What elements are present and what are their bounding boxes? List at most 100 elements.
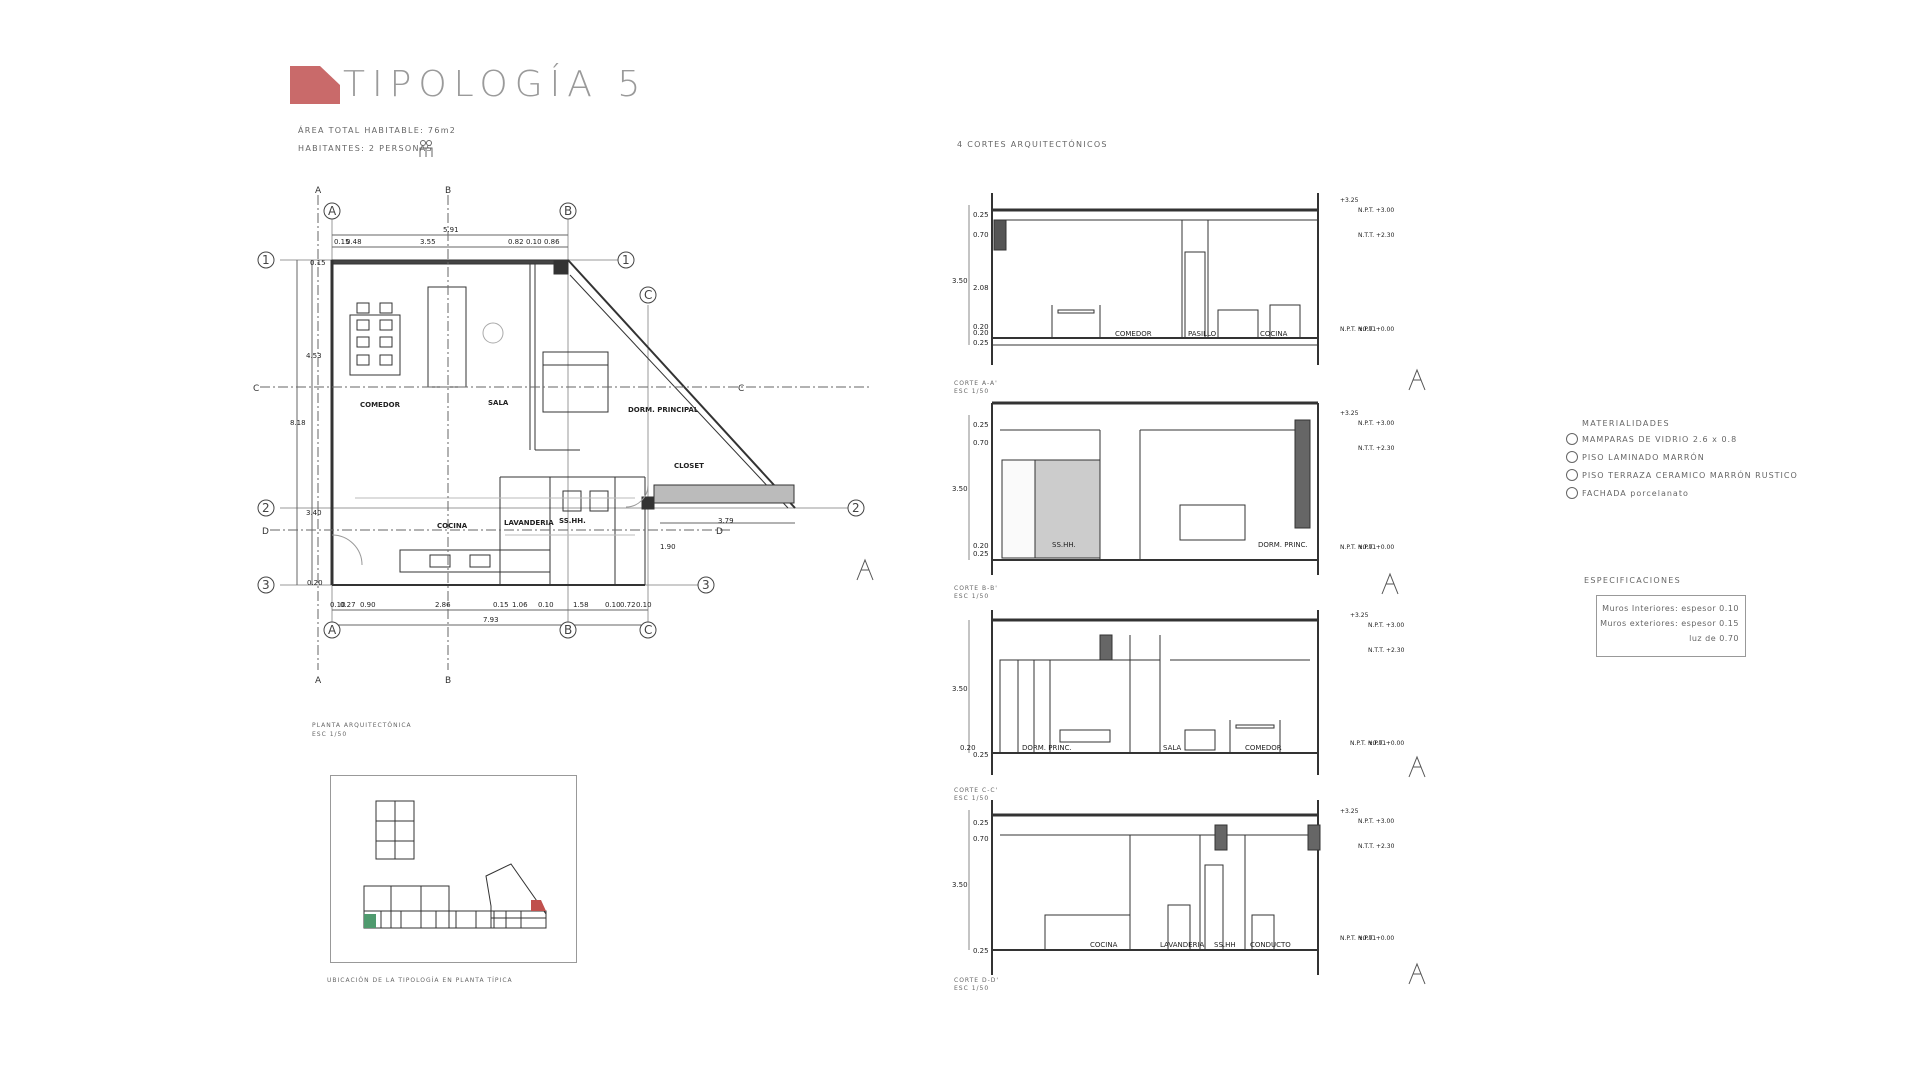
svg-text:DORM. PRINC.: DORM. PRINC. (1258, 541, 1308, 549)
svg-text:3.55: 3.55 (420, 238, 436, 246)
svg-text:C: C (644, 623, 652, 637)
svg-text:0.25: 0.25 (973, 211, 989, 219)
svg-text:0.10: 0.10 (330, 601, 346, 609)
svg-text:CONDUCTO: CONDUCTO (1250, 941, 1291, 949)
cuts-title: 4 CORTES ARQUITECTÓNICOS (957, 140, 1108, 149)
specs-box: Muros Interiores: espesor 0.10 Muros ext… (1596, 595, 1746, 657)
svg-text:0.72: 0.72 (620, 601, 636, 609)
section-b (968, 401, 1319, 575)
svg-text:N.P.T. +0.01: N.P.T. +0.01 (1340, 544, 1376, 551)
svg-text:N.P.T. +3.00: N.P.T. +3.00 (1358, 207, 1394, 214)
svg-text:0.20: 0.20 (973, 323, 989, 331)
svg-text:0.10: 0.10 (526, 238, 542, 246)
people-icon (418, 139, 434, 163)
svg-text:4.53: 4.53 (306, 352, 322, 360)
section-c (968, 610, 1319, 775)
cut-label-d-right: D (716, 527, 723, 537)
svg-text:DORM. PRINC.: DORM. PRINC. (1022, 744, 1072, 752)
svg-text:3.50: 3.50 (952, 685, 968, 693)
svg-text:2.08: 2.08 (973, 284, 989, 292)
svg-text:SS.HH: SS.HH (1214, 941, 1236, 949)
svg-text:1.90: 1.90 (660, 543, 676, 551)
spec-line: Muros Interiores: espesor 0.10 (1602, 604, 1739, 613)
svg-text:2: 2 (262, 501, 270, 515)
svg-text:COCINA: COCINA (1260, 330, 1288, 338)
svg-text:+3.25: +3.25 (1340, 808, 1359, 815)
svg-text:0.70: 0.70 (973, 231, 989, 239)
svg-text:N.P.T. +0.00: N.P.T. +0.00 (1358, 326, 1394, 333)
section-a (968, 193, 1319, 365)
svg-text:N.P.T. +3.00: N.P.T. +3.00 (1358, 420, 1394, 427)
svg-text:CORTE B-B': CORTE B-B' (954, 585, 998, 592)
location-plan-frame (330, 775, 577, 963)
svg-text:0.25: 0.25 (973, 339, 989, 347)
svg-text:0.70: 0.70 (973, 835, 989, 843)
svg-text:8.18: 8.18 (290, 419, 306, 427)
svg-text:CORTE D-D': CORTE D-D' (954, 977, 999, 984)
svg-text:2.86: 2.86 (435, 601, 451, 609)
svg-text:0.20: 0.20 (973, 542, 989, 550)
cut-label-b-top: B (445, 186, 451, 196)
dim-top-total: 5.91 (443, 226, 459, 234)
materials-title: MATERIALIDADES (1582, 419, 1670, 428)
material-item: PISO LAMINADO MARRÓN (1566, 451, 1798, 463)
typology-logo-shape (290, 66, 340, 104)
svg-text:1.06: 1.06 (512, 601, 528, 609)
north-arrow-icon (855, 558, 875, 586)
room-closet: CLOSET (674, 462, 704, 470)
svg-text:0.70: 0.70 (973, 439, 989, 447)
svg-text:2: 2 (852, 501, 860, 515)
svg-text:0.48: 0.48 (346, 238, 362, 246)
svg-text:N.P.T. +0.00: N.P.T. +0.00 (1368, 740, 1404, 747)
page-title: TIPOLOGÍA 5 (343, 64, 648, 105)
svg-text:N.P.T. +0.01: N.P.T. +0.01 (1350, 740, 1386, 747)
room-cocina: COCINA (437, 522, 468, 530)
room-lavanderia: LAVANDERIA (504, 519, 554, 527)
svg-text:N.P.T. +0.01: N.P.T. +0.01 (1340, 935, 1376, 942)
svg-text:A: A (328, 204, 337, 218)
room-dorm: DORM. PRINCIPAL (628, 406, 699, 414)
svg-text:0.25: 0.25 (973, 421, 989, 429)
svg-text:ESC 1/50: ESC 1/50 (954, 593, 989, 600)
cut-label-b-bottom: B (445, 676, 451, 686)
location-caption: UBICACIÓN DE LA TIPOLOGÍA EN PLANTA TÍPI… (327, 977, 513, 984)
svg-text:0.15: 0.15 (493, 601, 509, 609)
svg-text:CORTE C-C': CORTE C-C' (954, 787, 998, 794)
svg-text:3.79: 3.79 (718, 517, 734, 525)
room-sala: SALA (488, 399, 509, 407)
north-arrow-icon (1380, 572, 1400, 600)
svg-text:0.20: 0.20 (960, 744, 976, 752)
svg-text:N.P.T. +3.00: N.P.T. +3.00 (1358, 818, 1394, 825)
svg-text:3: 3 (702, 578, 710, 592)
svg-text:0.25: 0.25 (973, 947, 989, 955)
floor-plan: A B C A B C 1 1 2 2 3 3 A A B B C C D D … (253, 186, 870, 686)
svg-text:N.P.T. +3.00: N.P.T. +3.00 (1368, 622, 1404, 629)
svg-text:SS.HH.: SS.HH. (1052, 541, 1076, 549)
svg-text:ESC 1/50: ESC 1/50 (954, 985, 989, 992)
svg-text:N.P.T. +0.01: N.P.T. +0.01 (1340, 326, 1376, 333)
area-text: ÁREA TOTAL HABITABLE: 76m2 (298, 126, 457, 135)
bullet-circle-icon (1566, 469, 1578, 481)
sections-drawing: COMEDOR PASILLO COCINA SS.HH. DORM. PRIN… (952, 193, 1405, 992)
svg-text:+3.25: +3.25 (1340, 410, 1359, 417)
cut-label-c-left: C (253, 384, 259, 394)
svg-text:ESC 1/50: ESC 1/50 (954, 388, 989, 395)
plan-scale: ESC 1/50 (312, 731, 348, 738)
svg-text:0.25: 0.25 (973, 819, 989, 827)
svg-text:+3.25: +3.25 (1340, 197, 1359, 204)
svg-text:3.50: 3.50 (952, 277, 968, 285)
bullet-circle-icon (1566, 451, 1578, 463)
north-arrow-icon (1407, 368, 1427, 396)
svg-text:N.T.T. +2.30: N.T.T. +2.30 (1358, 843, 1395, 850)
svg-text:0.20: 0.20 (973, 329, 989, 337)
svg-text:0.90: 0.90 (360, 601, 376, 609)
svg-text:B: B (564, 204, 572, 218)
location-plan (363, 800, 547, 929)
cut-label-c-right: C (738, 384, 744, 394)
svg-text:COMEDOR: COMEDOR (1245, 744, 1282, 752)
cut-label-d-left: D (262, 527, 269, 537)
specs-title: ESPECIFICACIONES (1584, 576, 1681, 585)
svg-text:1: 1 (622, 253, 630, 267)
svg-text:0.25: 0.25 (973, 751, 989, 759)
dim-bottom-total: 7.93 (483, 616, 499, 624)
